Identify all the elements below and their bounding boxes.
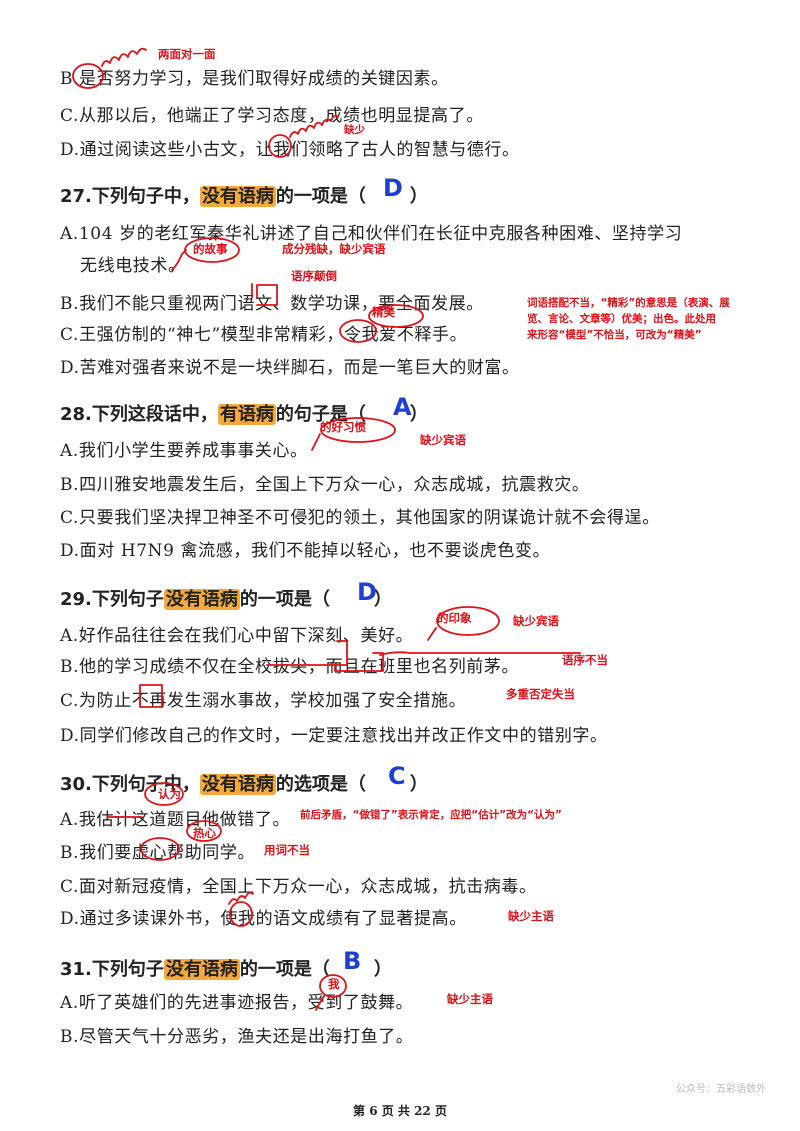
q30-stem: 30.下列句子中，没有语病的选项是（） xyxy=(60,770,428,796)
q30-option-a: A.我估计这道题目他做错了。 xyxy=(60,810,291,830)
annotation-jingmei: 精美 xyxy=(372,305,395,319)
q28-answer: A xyxy=(393,393,412,421)
q27-answer: D xyxy=(383,174,403,202)
q29-option-a: A.好作品往往会在我们心中留下深刻、美好。 xyxy=(60,626,414,646)
q31-stem: 31.下列句子没有语病的一项是（ ） xyxy=(60,955,392,981)
q30-option-c: C.面对新冠疫情，全国上下万众一心，众志成城，抗击病毒。 xyxy=(60,877,537,897)
caret-stroke xyxy=(311,433,321,451)
annotation-insert-story: 的故事 xyxy=(193,242,228,256)
q27-suffix: 的一项是（ xyxy=(275,186,366,207)
q29-suffix: 的一项是（ xyxy=(239,589,330,610)
annotation-word-order-27b: 语序颠倒 xyxy=(291,269,337,283)
q29-prefix: 29.下列句子 xyxy=(60,589,164,610)
annotation-missing-subject-30d: 缺少主语 xyxy=(508,909,554,923)
q29-answer: D xyxy=(357,578,377,606)
q26-option-c: C.从那以后，他端正了学习态度，成绩也明显提高了。 xyxy=(60,106,484,126)
q31-option-b: B.尽管天气十分恶劣，渔夫还是出海打鱼了。 xyxy=(60,1027,414,1047)
q29-option-c: C.为防止不再发生溺水事故，学校加强了安全措施。 xyxy=(60,691,467,711)
annotation-missing-object-28a: 缺少宾语 xyxy=(420,433,466,447)
caret-stroke xyxy=(427,627,437,641)
q31-suffix: 的一项是（ xyxy=(239,959,330,980)
annotation-wrong-word: 用词不当 xyxy=(264,843,310,857)
annotation-impression: 的印象 xyxy=(437,611,472,625)
page-footer: 第 6 页 共 22 页 xyxy=(353,1104,447,1118)
q27-option-a-cont: 无线电技术。 xyxy=(80,256,186,276)
annotation-missing-object-27a: 成分残缺，缺少宾语 xyxy=(282,242,386,256)
q30-suffix: 的选项是（ xyxy=(275,774,366,795)
q30-close: ） xyxy=(409,774,428,795)
q31-prefix: 31.下列句子 xyxy=(60,959,164,980)
q29-close: ） xyxy=(373,589,392,610)
q28-option-b: B.四川雅安地震发生后，全国上下万众一心，众志成城，抗震救灾。 xyxy=(60,475,590,495)
q30-answer: C xyxy=(388,762,406,790)
annotation-word-order-29b: 语序不当 xyxy=(562,653,608,667)
q31-highlight: 没有语病 xyxy=(163,959,240,980)
q26-option-b: B.是否努力学习，是我们取得好成绩的关键因素。 xyxy=(60,69,449,89)
q27-option-b: B.我们不能只重视两门语文、数学功课，要全面发展。 xyxy=(60,294,484,314)
annotation-insert-wo: 我 xyxy=(328,977,340,991)
watermark: 公众号：五彩语数外 xyxy=(676,1084,766,1095)
annotation-renwei: 认为 xyxy=(158,787,181,801)
annotation-missing-subject-31a: 缺少主语 xyxy=(447,992,493,1006)
q28-option-a: A.我们小学生要养成事事关心。 xyxy=(60,441,308,461)
q29-option-b: B.他的学习成绩不仅在全校拔尖，而且在班里也名列前茅。 xyxy=(60,657,520,677)
q27-highlight: 没有语病 xyxy=(199,186,276,207)
q26-option-d: D.通过阅读这些小古文，让我们领略了古人的智慧与德行。 xyxy=(60,140,520,160)
q29-stem: 29.下列句子没有语病的一项是（ ） xyxy=(60,585,392,611)
q31-answer: B xyxy=(343,947,362,975)
annotation-missing: 缺少 xyxy=(344,124,365,136)
q27-option-d: D.苦难对强者来说不是一块绊脚石，而是一笔巨大的财富。 xyxy=(60,358,520,378)
q31-close: ） xyxy=(373,959,392,980)
annotation-collocation-3: 来形容“模型”不恰当，可改为“精美” xyxy=(527,329,702,341)
q31-option-a: A.听了英雄们的先进事迹报告，受到了鼓舞。 xyxy=(60,993,414,1013)
annotation-contradiction: 前后矛盾，“做错了”表示肯定，应把“估计”改为“认为” xyxy=(300,809,562,821)
q27-option-c: C.王强仿制的“神七”模型非常精彩，令我爱不释手。 xyxy=(60,325,468,345)
q27-stem: 27.下列句子中，没有语病的一项是（ ） xyxy=(60,182,428,208)
q27-close: ） xyxy=(409,186,428,207)
q28-option-c: C.只要我们坚决捍卫神圣不可侵犯的领土，其他国家的阴谋诡计就不会得逞。 xyxy=(60,508,660,528)
annotation-collocation-1: 词语搭配不当，“精彩”的意思是（表演、展 xyxy=(527,297,730,309)
q28-prefix: 28.下列这段话中， xyxy=(60,404,218,425)
annotation-good-habit: 的好习惯 xyxy=(320,420,366,434)
q28-highlight: 有语病 xyxy=(217,404,276,425)
annotation-missing-object-29a: 缺少宾语 xyxy=(513,614,559,628)
q29-highlight: 没有语病 xyxy=(163,589,240,610)
annotation-rexin: 热心 xyxy=(193,826,216,840)
annotation-double-negative: 多重否定失当 xyxy=(506,687,575,701)
q28-close: ） xyxy=(409,404,428,425)
annotation-collocation-2: 览、言论、文章等）优美；出色。此处用 xyxy=(527,313,716,325)
q28-stem: 28.下列这段话中，有语病的句子是（） xyxy=(60,400,428,426)
q28-option-d: D.面对 H7N9 禽流感，我们不能掉以轻心，也不要谈虎色变。 xyxy=(60,541,551,561)
q29-option-d: D.同学们修改自己的作文时，一定要注意找出并改正作文中的错别字。 xyxy=(60,726,608,746)
q30-option-b: B.我们要虚心帮助同学。 xyxy=(60,843,256,863)
q30-option-d: D.通过多读课外书，使我的语文成绩有了显著提高。 xyxy=(60,909,467,929)
q30-highlight: 没有语病 xyxy=(199,774,276,795)
q27-prefix: 27.下列句子中， xyxy=(60,186,200,207)
annotation-two-sided: 两面对一面 xyxy=(158,47,216,61)
